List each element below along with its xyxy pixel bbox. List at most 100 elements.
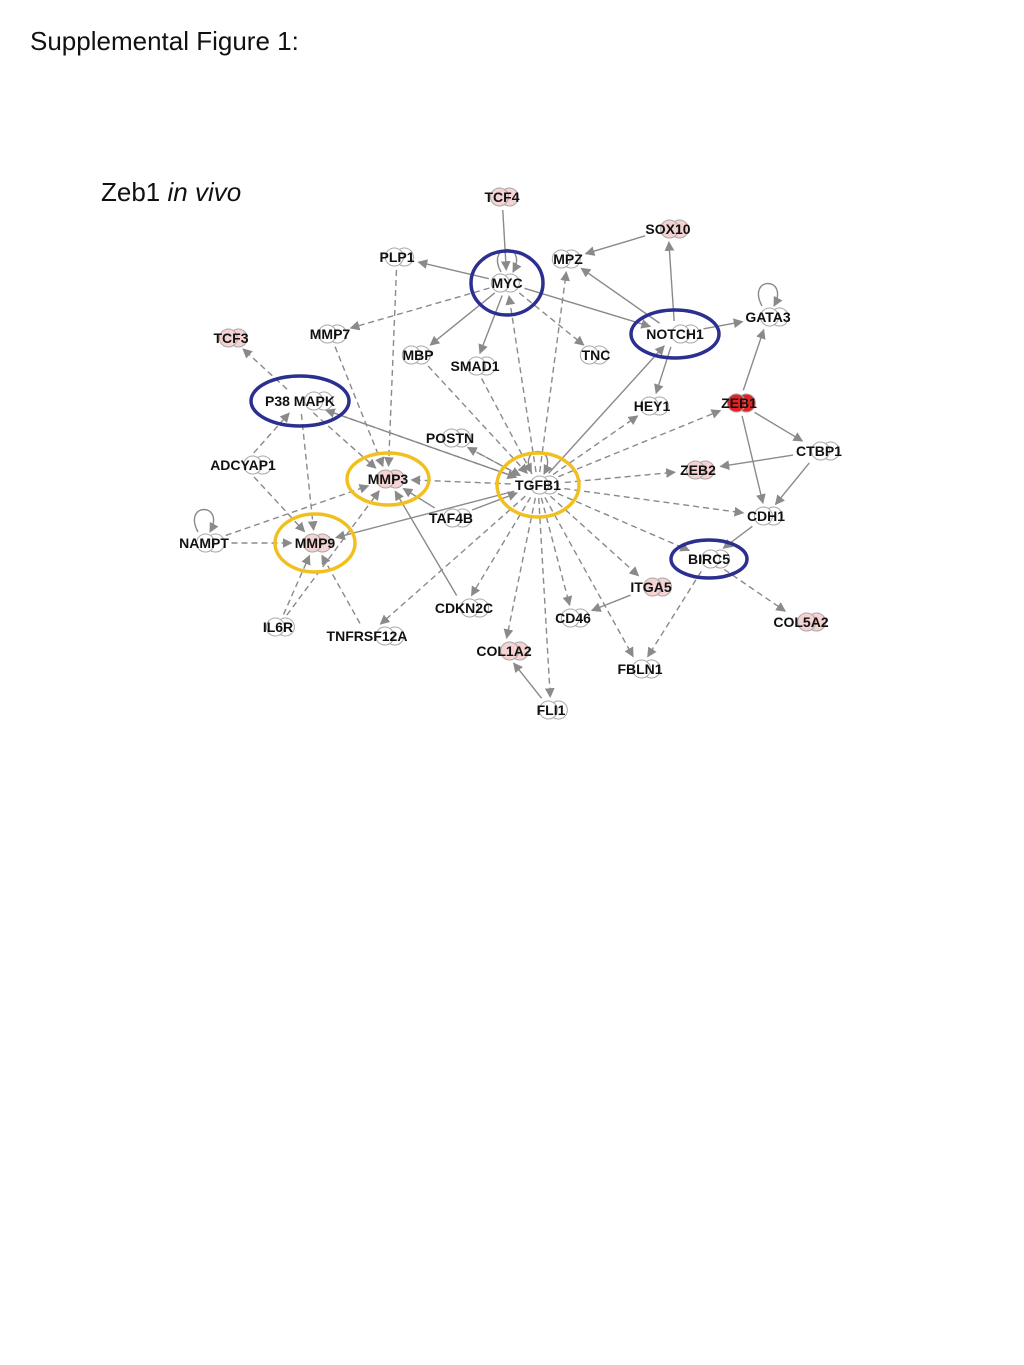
edge-notch1-gata3	[703, 318, 744, 330]
node-label-tnfrsf12a: TNFRSF12A	[327, 628, 408, 644]
edge-mbp-tgfb1	[427, 365, 528, 475]
edge-tgfb1-hey1	[552, 415, 639, 476]
node-glyph2-cd46	[560, 608, 580, 628]
node-adcyap1[interactable]: ADCYAP1	[210, 455, 276, 475]
node-zeb1[interactable]: ZEB1	[721, 393, 757, 413]
edge-myc-notch1	[524, 287, 652, 329]
node-glyph2-birc5	[701, 549, 720, 569]
edge-taf4b-mmp3	[402, 487, 436, 509]
edge-tgfb1-birc5	[557, 492, 691, 552]
node-label-smad1: SMAD1	[450, 358, 499, 374]
node-taf4b[interactable]: TAF4B	[429, 508, 473, 528]
node-glyph2-tgfb1	[530, 475, 549, 495]
node-birc5[interactable]: BIRC5	[688, 549, 730, 569]
figure-title: Supplemental Figure 1:	[30, 26, 299, 56]
node-label-ctbp1: CTBP1	[796, 443, 842, 459]
node-label-tnc: TNC	[582, 347, 611, 363]
node-postn[interactable]: POSTN	[426, 428, 474, 448]
node-label-cdkn2c: CDKN2C	[435, 600, 493, 616]
node-label-adcyap1: ADCYAP1	[210, 457, 276, 473]
node-label-nampt: NAMPT	[179, 535, 229, 551]
edge-adcyap1-mmp9	[253, 476, 306, 533]
node-il6r[interactable]: IL6R	[263, 617, 295, 637]
node-glyph2-taf4b	[443, 508, 462, 528]
node-col5a2[interactable]: COL5A2	[773, 612, 829, 632]
node-tcf3[interactable]: TCF3	[214, 328, 249, 348]
highlight-blue-myc	[469, 249, 545, 317]
edge-mmp7-mmp3	[334, 346, 385, 468]
node-ctbp1[interactable]: CTBP1	[796, 441, 842, 461]
highlight-blue-p38mapk	[249, 374, 351, 428]
edge-tcf4-myc	[500, 209, 511, 271]
node-plp1[interactable]: PLP1	[379, 247, 415, 267]
node-tnfrsf12a[interactable]: TNFRSF12A	[327, 626, 408, 646]
edge-tgfb1-fli1	[538, 497, 555, 698]
highlight-yellow-mmp3	[345, 451, 431, 507]
node-label-mmp9: MMP9	[295, 535, 336, 551]
node-p38mapk[interactable]: P38 MAPK	[265, 391, 335, 411]
node-cdkn2c[interactable]: CDKN2C	[435, 598, 493, 618]
edge-plp1-mmp3	[383, 269, 398, 467]
node-glyph2-fli1	[538, 700, 558, 720]
edge-myc-tnc	[518, 292, 585, 346]
node-cdh1[interactable]: CDH1	[747, 506, 785, 526]
node-glyph2-fbln1	[632, 659, 651, 679]
panel-label: Zeb1 in vivo	[101, 177, 241, 208]
node-glyph2-smad1	[467, 356, 486, 376]
node-glyph2-tcf3	[218, 328, 238, 348]
node-myc[interactable]: MYC	[490, 273, 523, 293]
edge-ctbp1-zeb2	[719, 454, 794, 470]
edge-layer	[225, 209, 810, 699]
node-nampt[interactable]: NAMPT	[179, 533, 229, 553]
node-label-itga5: ITGA5	[630, 579, 671, 595]
node-label-mmp3: MMP3	[368, 471, 409, 487]
node-label-il6r: IL6R	[263, 619, 293, 635]
node-label-fbln1: FBLN1	[617, 661, 662, 677]
node-mmp7[interactable]: MMP7	[310, 324, 351, 344]
node-fli1[interactable]: FLI1	[537, 700, 568, 720]
edge-notch1-sox10	[664, 241, 675, 322]
node-mbp[interactable]: MBP	[401, 345, 434, 365]
node-col1a2[interactable]: COL1A2	[476, 641, 532, 661]
edge-tgfb1-myc	[505, 294, 537, 473]
edge-adcyap1-p38mapk	[253, 412, 290, 454]
node-glyph2-plp1	[384, 247, 404, 267]
edge-tgfb1-zeb1	[558, 409, 722, 478]
node-mmp9[interactable]: MMP9	[295, 533, 336, 553]
node-label-col1a2: COL1A2	[476, 643, 531, 659]
node-tgfb1[interactable]: TGFB1	[515, 475, 561, 495]
edge-zeb1-cdh1	[741, 415, 766, 505]
node-tnc[interactable]: TNC	[579, 345, 611, 365]
edge-birc5-col5a2	[723, 568, 787, 612]
node-glyph2-zeb2	[685, 460, 705, 480]
node-itga5[interactable]: ITGA5	[630, 577, 672, 597]
node-cd46[interactable]: CD46	[555, 608, 591, 628]
node-glyph2-tcf4	[489, 187, 509, 207]
node-gata3[interactable]: GATA3	[745, 307, 791, 327]
edge-tgfb1-cd46	[540, 497, 573, 607]
node-label-notch1: NOTCH1	[646, 326, 704, 342]
node-label-col5a2: COL5A2	[773, 614, 828, 630]
node-notch1[interactable]: NOTCH1	[646, 324, 704, 344]
edge-tgfb1-fbln1	[544, 497, 634, 658]
edge-tgfb1-tnfrsf12a	[379, 495, 526, 625]
edge-tgfb1-mpz	[539, 270, 570, 473]
node-hey1[interactable]: HEY1	[634, 396, 671, 416]
self-loop-layer	[193, 248, 783, 533]
node-tcf4[interactable]: TCF4	[485, 187, 520, 207]
node-fbln1[interactable]: FBLN1	[617, 659, 663, 679]
edge-tgfb1-cdkn2c	[470, 497, 532, 597]
node-sox10[interactable]: SOX10	[645, 219, 691, 239]
highlight-layer	[249, 249, 749, 580]
node-zeb2[interactable]: ZEB2	[680, 460, 716, 480]
node-glyph2-p38mapk	[304, 391, 324, 411]
edge-cdkn2c-mmp3	[394, 490, 458, 596]
node-mpz[interactable]: MPZ	[551, 249, 583, 269]
edge-tgfb1-zeb2	[564, 468, 676, 484]
node-smad1[interactable]: SMAD1	[450, 356, 500, 376]
node-label-tcf3: TCF3	[214, 330, 249, 346]
highlight-blue-birc5	[669, 538, 749, 580]
node-mmp3[interactable]: MMP3	[368, 469, 409, 489]
edge-zeb1-ctbp1	[754, 411, 804, 442]
